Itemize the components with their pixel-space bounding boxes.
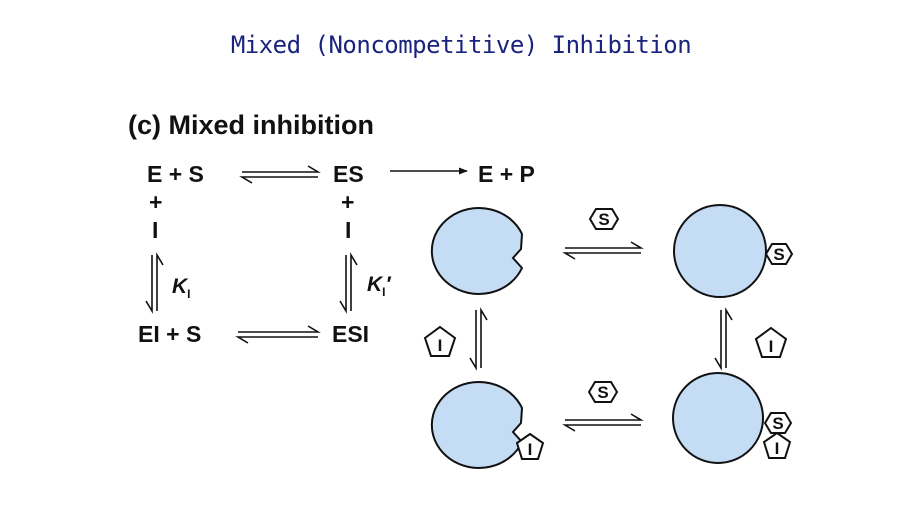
enzyme-ei [430, 381, 524, 469]
equilibrium-arrow-es-esi [339, 252, 358, 314]
svg-text:I: I [769, 337, 774, 356]
svg-text:I: I [775, 439, 780, 458]
svg-text:I: I [438, 336, 443, 355]
equilibrium-arrow-e-es [239, 165, 321, 184]
scheme-inhibitor-left: I [152, 217, 159, 243]
equilibrium-arrow-e-ei-cartoon [469, 307, 488, 371]
equilibrium-arrow-e-ei [145, 252, 164, 314]
svg-text:S: S [773, 245, 784, 264]
ki-label: KI [172, 275, 191, 302]
equilibrium-arrow-e-es-cartoon [562, 241, 644, 260]
equilibrium-arrow-ei-esi [235, 325, 321, 344]
scheme-plus-left: + [149, 189, 163, 215]
scheme-esi: ESI [332, 321, 370, 347]
equilibrium-arrow-ei-esi-cartoon [562, 413, 644, 432]
scheme-ei-plus-s: EI + S [138, 321, 202, 347]
enzyme-free [430, 207, 524, 295]
ki-prime-label: KI′ [367, 273, 391, 300]
scheme-plus-right: + [341, 189, 355, 215]
svg-text:S: S [597, 383, 608, 402]
free-substrate-top-icon: S [588, 208, 620, 230]
substrate-bound-es-icon: S [764, 243, 794, 265]
slide-title: Mixed (Noncompetitive) Inhibition [230, 31, 692, 59]
scheme-inhibitor-right: I [345, 217, 352, 243]
free-substrate-bottom-icon: S [587, 381, 619, 403]
svg-text:I: I [528, 440, 533, 459]
free-inhibitor-left-icon: I [423, 325, 457, 357]
svg-text:S: S [598, 210, 609, 229]
scheme-e-plus-p: E + P [478, 161, 535, 187]
svg-text:S: S [772, 414, 783, 433]
substrate-bound-esi-icon: S [763, 412, 793, 434]
panel-heading: (c) Mixed inhibition [128, 110, 374, 140]
inhibitor-bound-ei-icon: I [515, 432, 545, 460]
enzyme-es [673, 204, 767, 298]
scheme-es: ES [333, 161, 364, 187]
free-inhibitor-right-icon: I [754, 326, 788, 358]
scheme-e-plus-s: E + S [147, 161, 204, 187]
equilibrium-arrow-es-esi-cartoon [714, 307, 733, 371]
enzyme-esi [672, 372, 764, 464]
inhibitor-bound-esi-icon: I [762, 431, 792, 459]
